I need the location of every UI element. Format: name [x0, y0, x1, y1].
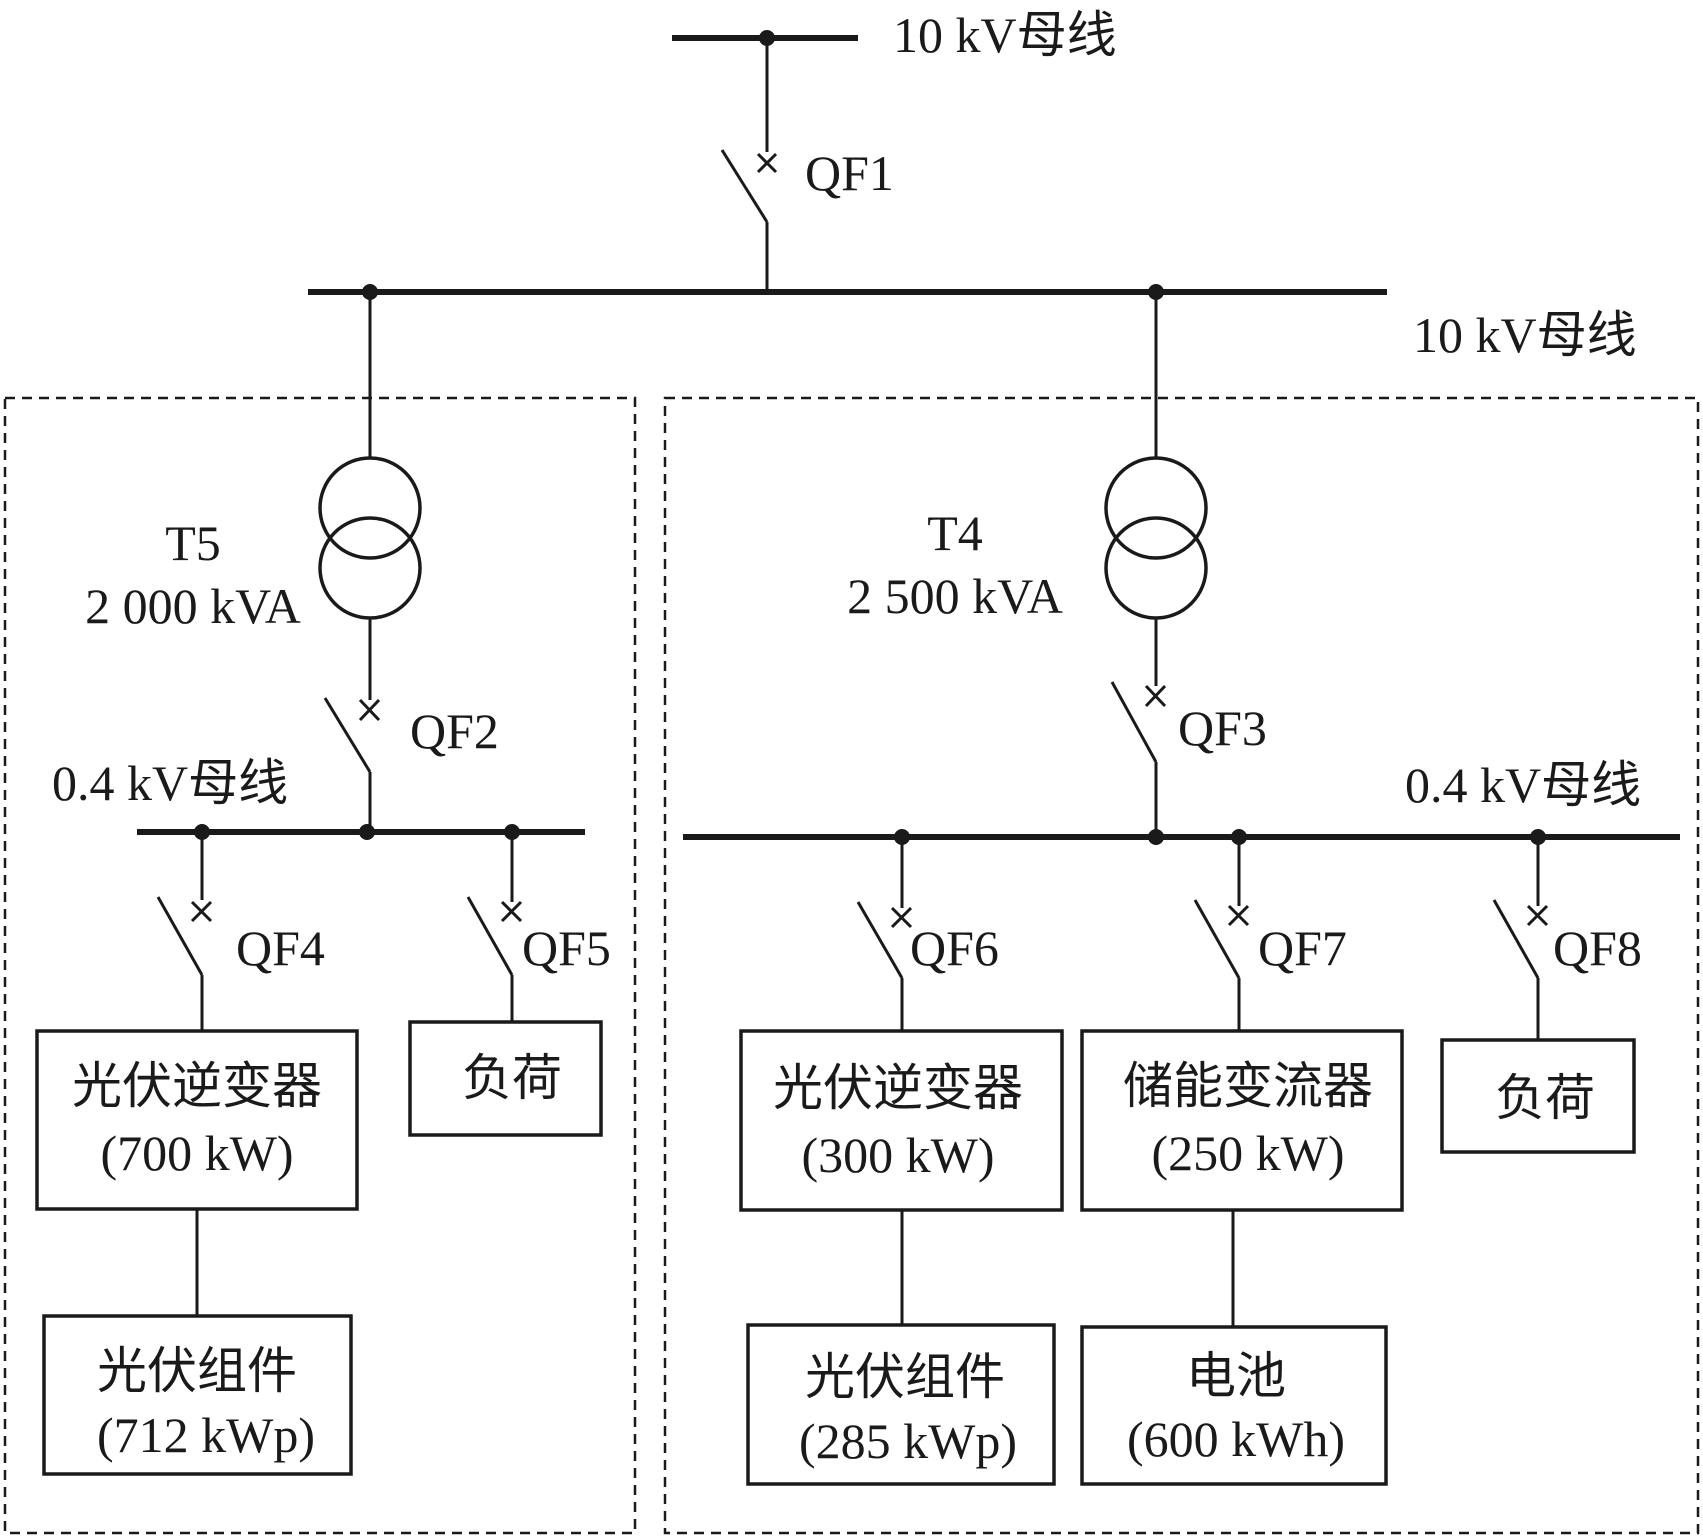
breaker-qf2	[323, 618, 381, 832]
storage-converter-rating: (250 kW)	[1152, 1125, 1345, 1181]
transformer-t5-name: T5	[165, 515, 221, 571]
battery-name: 电池	[1186, 1347, 1286, 1405]
transformer-t4-name: T4	[927, 505, 983, 561]
load-left-box	[408, 1020, 603, 1137]
pv-module-right-name: 光伏组件	[805, 1348, 1005, 1406]
left-lv-bus-label: 0.4 kV母线	[52, 755, 288, 811]
breaker-qf7-label: QF7	[1258, 920, 1347, 976]
pv-module-right-box	[746, 1323, 1056, 1486]
pv-inverter-right-rating: (300 kW)	[802, 1127, 995, 1183]
breaker-qf5-label: QF5	[522, 920, 611, 976]
right-zone-boundary	[663, 396, 1700, 1535]
breaker-qf2-label: QF2	[410, 703, 499, 759]
top-bus-label: 10 kV母线	[893, 7, 1117, 63]
main-bus-label: 10 kV母线	[1413, 307, 1637, 363]
transformer-t4-rating: 2 500 kVA	[847, 568, 1063, 624]
storage-converter-box	[1080, 1029, 1404, 1212]
pv-module-left-rating: (712 kWp)	[97, 1407, 315, 1463]
right-lv-bus-label: 0.4 kV母线	[1405, 757, 1641, 813]
left-zone-boundary	[3, 396, 637, 1535]
storage-converter-name: 储能变流器	[1123, 1057, 1373, 1115]
load-right-name: 负荷	[1495, 1069, 1595, 1127]
breaker-qf3-label: QF3	[1178, 700, 1267, 756]
pv-inverter-left-name: 光伏逆变器	[72, 1057, 322, 1115]
pv-module-right-rating: (285 kWp)	[799, 1413, 1017, 1469]
pv-module-left-box	[42, 1314, 353, 1476]
bus-junction-dot	[359, 824, 375, 840]
load-left-name: 负荷	[462, 1049, 562, 1107]
load-right-box	[1440, 1038, 1636, 1154]
breaker-qf7	[1193, 837, 1250, 1031]
breaker-qf5	[466, 832, 523, 1022]
battery-rating: (600 kWh)	[1127, 1411, 1345, 1467]
transformer-t5-symbol	[318, 456, 422, 620]
bus-junction-dot	[1148, 829, 1164, 845]
breaker-qf6	[856, 837, 913, 1031]
pv-module-left-name: 光伏组件	[97, 1342, 297, 1400]
breaker-qf4	[156, 832, 213, 1031]
pv-inverter-right-box	[739, 1029, 1064, 1212]
breaker-qf6-label: QF6	[910, 920, 999, 976]
breaker-qf4-label: QF4	[236, 920, 325, 976]
transformer-t4-symbol	[1104, 456, 1208, 620]
pv-inverter-left-box	[35, 1029, 359, 1211]
breaker-qf8-label: QF8	[1553, 920, 1642, 976]
pv-inverter-right-name: 光伏逆变器	[773, 1059, 1023, 1117]
breaker-qf1	[720, 38, 778, 292]
breaker-qf1-label: QF1	[805, 145, 894, 201]
breaker-qf8	[1492, 837, 1549, 1040]
pv-inverter-left-rating: (700 kW)	[101, 1125, 294, 1181]
battery-box	[1080, 1325, 1388, 1486]
transformer-t5-rating: 2 000 kVA	[85, 578, 301, 634]
breaker-qf3	[1110, 618, 1167, 837]
